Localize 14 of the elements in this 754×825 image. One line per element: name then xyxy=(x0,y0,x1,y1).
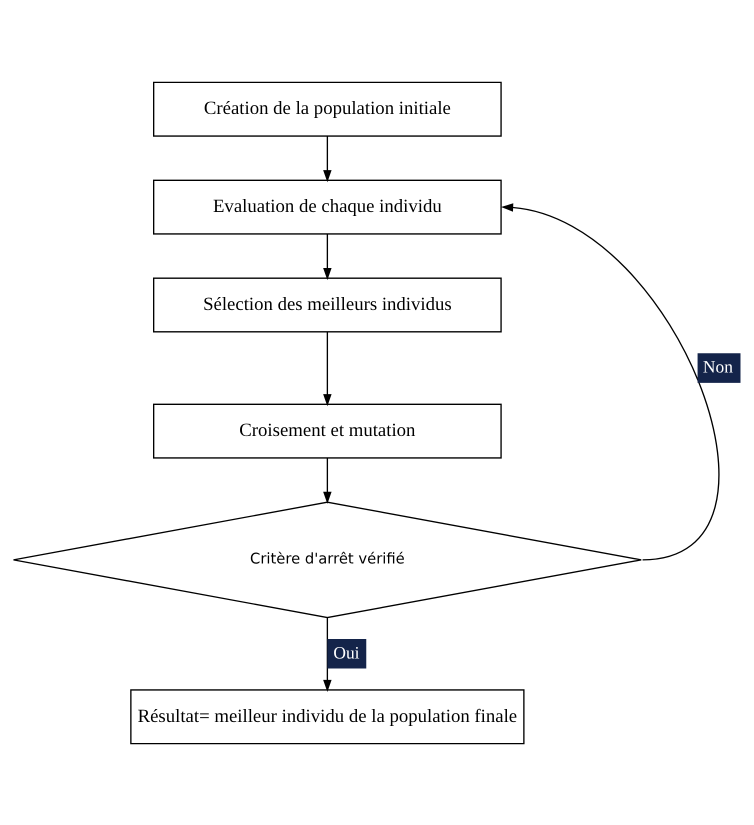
node-box: Résultat= meilleur individu de la population finale xyxy=(130,688,525,744)
node-diamond: Critère d'arrêt vérifié xyxy=(12,501,642,618)
node-box: Croisement et mutation xyxy=(153,403,502,458)
arrow xyxy=(323,136,332,182)
arrow xyxy=(323,331,332,406)
arrow xyxy=(323,233,332,280)
edge-label: Oui xyxy=(333,642,360,662)
arrow xyxy=(323,617,332,692)
node-box: Création de la population initiale xyxy=(153,81,502,136)
arrow xyxy=(501,202,720,560)
edge-label: Non xyxy=(702,356,733,376)
node-box: Sélection des meilleurs individus xyxy=(153,277,502,332)
arrow xyxy=(323,457,332,504)
node-box: Evaluation de chaque individu xyxy=(153,179,502,234)
